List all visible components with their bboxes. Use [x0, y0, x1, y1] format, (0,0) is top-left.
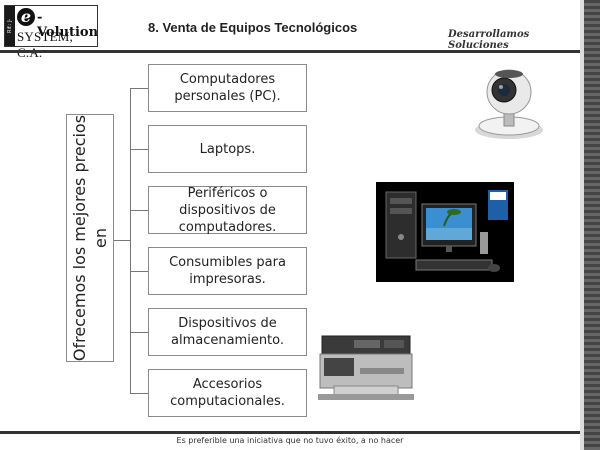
diagram-item-perifericos: Periféricos o dispositivos de computador… [148, 186, 307, 235]
connector-branch-5 [130, 332, 148, 333]
diagram-item-accesorios: Accesorios computacionales. [148, 369, 307, 417]
diagram-item-consumibles: Consumibles para impresoras. [148, 247, 307, 295]
slide-title: 8. Venta de Equipos Tecnológicos [148, 20, 358, 35]
diagram-item-pc: Computadores personales (PC). [148, 64, 307, 112]
header-rule [0, 50, 580, 53]
diagram-item-almacenamiento: Dispositivos de almacenamiento. [148, 308, 307, 356]
diagram-root-text: Ofrecemos los mejores precios en [70, 114, 110, 362]
company-logo: Rif.: J-30000000-0 e -Volution SYSTEM, C… [4, 5, 99, 60]
connector-root [114, 240, 130, 241]
connector-branch-6 [130, 393, 148, 394]
connector-branch-2 [130, 149, 148, 150]
page-edge [584, 0, 600, 450]
logo-system-text: SYSTEM, C.A. [17, 29, 73, 60]
connector-spine [130, 88, 131, 394]
logo-side-text: Rif.: J-30000000-0 [5, 6, 23, 46]
slide-tagline: Desarrollamos Soluciones [448, 29, 530, 51]
webcam-image [475, 69, 543, 139]
slide: Rif.: J-30000000-0 e -Volution SYSTEM, C… [0, 5, 580, 445]
footer-quote: Es preferible una iniciativa que no tuvo… [176, 436, 404, 445]
connector-branch-1 [130, 88, 148, 89]
logo-volution-text: -Volution [37, 10, 99, 40]
desktop-computer-image [376, 182, 514, 282]
connector-branch-4 [130, 271, 148, 272]
footer-rule [0, 431, 580, 434]
logo-e-letter: e [17, 8, 35, 26]
multifunction-printer-image [314, 328, 418, 404]
page-shadow [580, 0, 584, 450]
connector-branch-3 [130, 210, 148, 211]
diagram-root-box: Ofrecemos los mejores precios en [66, 114, 114, 362]
diagram-item-laptops: Laptops. [148, 125, 307, 173]
